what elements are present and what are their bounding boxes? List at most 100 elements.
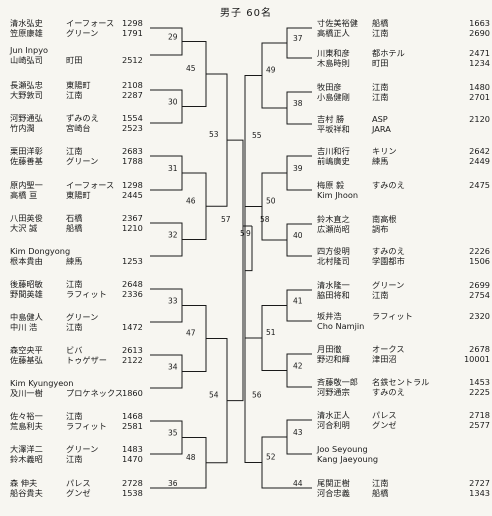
player-points: 2727: [469, 478, 490, 488]
right-player-row: 鈴木直之 南高根: [0, 214, 490, 224]
player-name: Kang Jaeyoung: [317, 454, 379, 464]
match-number: 48: [186, 453, 196, 462]
player-points: 2120: [469, 114, 490, 124]
player-points: 2320: [469, 311, 490, 321]
player-club: 江南: [372, 478, 389, 488]
right-player-row: Kang Jaeyoung: [0, 454, 490, 464]
player-club: 南高根: [372, 214, 397, 224]
player-points: 2683: [122, 146, 143, 156]
player-club: JARA: [372, 124, 391, 134]
player-name: 坂井浩: [317, 311, 342, 321]
player-name: 大沢 誠: [10, 223, 38, 233]
player-points: 2445: [122, 190, 143, 200]
match-number: 50: [266, 197, 276, 206]
player-points: 2642: [469, 146, 490, 156]
player-name: 竹内潤: [10, 123, 35, 133]
match-number: 52: [266, 453, 276, 462]
match-number: 34: [168, 363, 178, 372]
player-points: 2581: [122, 421, 143, 431]
match-number: 40: [293, 231, 303, 240]
player-club: グンゼ: [66, 488, 91, 498]
player-club: 江南: [372, 92, 389, 102]
player-name: 原内聖一: [10, 180, 43, 190]
player-club: 津田沼: [372, 354, 397, 364]
player-name: 中島健人: [10, 312, 43, 322]
player-points: 2336: [122, 289, 143, 299]
player-points: 1468: [122, 411, 143, 421]
player-points: 2449: [469, 156, 490, 166]
player-points: 2122: [122, 355, 143, 365]
player-club: 町田: [66, 55, 83, 65]
player-name: 斉藤敬一郎: [317, 377, 358, 387]
player-name: 吉村 勝: [317, 114, 345, 124]
player-name: 長瀬弘忠: [10, 80, 43, 90]
player-name: Jun Inpyo: [10, 45, 49, 55]
player-club: ラフィット: [372, 311, 413, 321]
player-name: 小島健剛: [317, 92, 350, 102]
player-points: 2475: [469, 180, 490, 190]
player-name: 吉川和行: [317, 146, 350, 156]
player-name: Kim Dongyong: [10, 246, 71, 256]
player-club: すみのえ: [372, 246, 405, 256]
player-points: 1860: [122, 388, 143, 398]
match-number: 32: [168, 231, 178, 240]
player-name: 前嶋廣史: [317, 156, 350, 166]
player-club: 都ホテル: [372, 48, 405, 58]
bracket-line: [242, 225, 252, 271]
match-number: 5: [240, 229, 245, 238]
player-points: 1663: [469, 18, 490, 28]
right-player-row: 坂井浩 ラフィット 2320: [0, 311, 490, 321]
player-name: 尾関正樹: [317, 478, 350, 488]
player-name: 佐藤基弘: [10, 355, 43, 365]
player-name: 後藤昭敏: [10, 279, 43, 289]
player-points: 2287: [122, 90, 143, 100]
player-name: 八田英俊: [10, 213, 43, 223]
player-points: 1298: [122, 180, 143, 190]
player-name: 荒島利夫: [10, 421, 43, 431]
player-points: 2512: [122, 55, 143, 65]
player-points: 1791: [122, 28, 143, 38]
match-number: 57: [221, 215, 231, 224]
player-club: 練馬: [66, 256, 83, 266]
player-name: Kim Jhoon: [317, 190, 359, 200]
player-club: 江南: [66, 146, 83, 156]
left-player-row: Jun Inpyo: [0, 45, 150, 55]
match-number: 58: [260, 215, 270, 224]
player-club: イーフォース: [66, 180, 115, 190]
player-club: 江南: [372, 290, 389, 300]
player-points: 1472: [122, 322, 143, 332]
player-points: 2648: [122, 279, 143, 289]
player-name: 川東和彦: [317, 48, 350, 58]
player-points: 2678: [469, 344, 490, 354]
left-player-row: 中島健人グリーン: [0, 312, 150, 322]
player-points: 2613: [122, 345, 143, 355]
player-club: ビバ: [66, 345, 83, 355]
match-number: 41: [293, 297, 303, 306]
player-name: 鈴木直之: [317, 214, 350, 224]
player-name: 山崎弘司: [10, 55, 43, 65]
player-name: 脇田将和: [317, 290, 350, 300]
player-club: ラフィット: [66, 421, 107, 431]
player-points: 1453: [469, 377, 490, 387]
player-points: 2108: [122, 80, 143, 90]
player-club: 東陽町: [66, 190, 91, 200]
